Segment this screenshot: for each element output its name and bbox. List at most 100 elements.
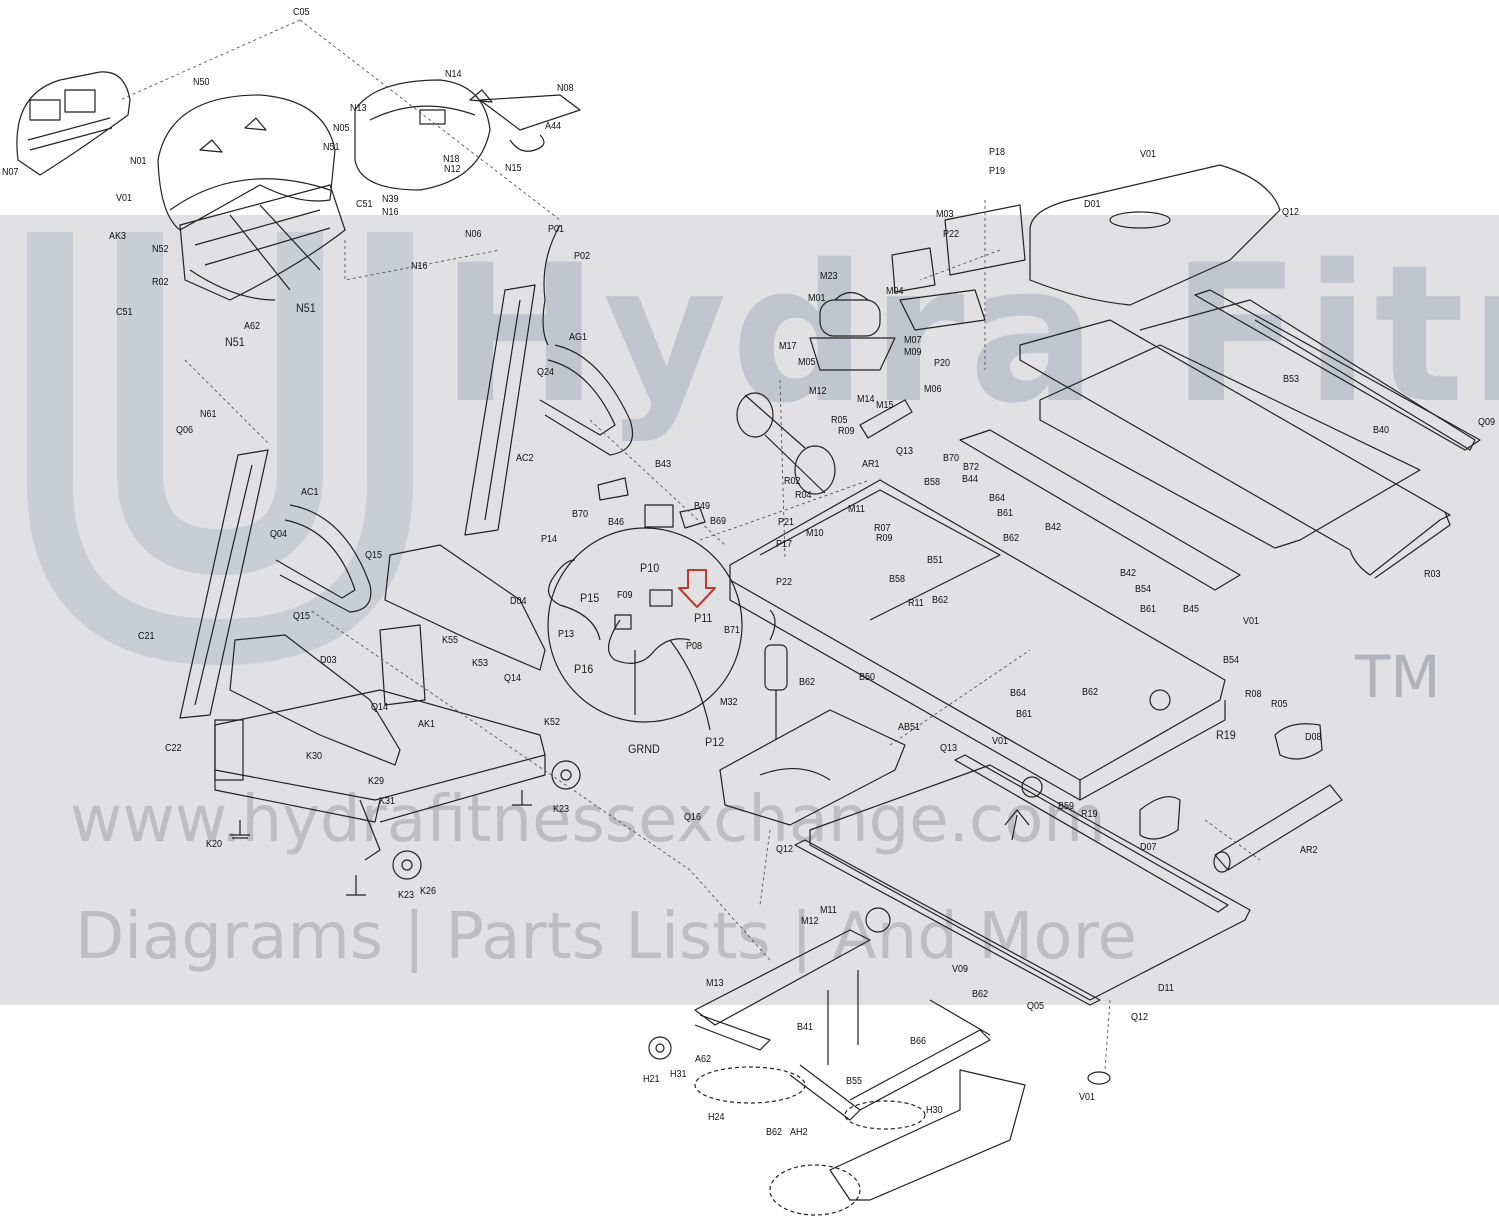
part-label-R02b: R02: [784, 476, 801, 487]
part-label-P08: P08: [686, 641, 703, 652]
part-label-Q15a: Q15: [365, 550, 383, 561]
part-label-AC1: AC1: [301, 487, 319, 498]
part-label-M10: M10: [806, 528, 824, 539]
part-label-B61c: B61: [1016, 709, 1033, 720]
watermark-logo-icon: [26, 232, 413, 666]
part-label-H30: H30: [926, 1105, 943, 1116]
part-label-M13: M13: [706, 978, 724, 989]
part-label-B64b: B64: [1010, 688, 1027, 699]
part-label-N50: N50: [193, 77, 210, 88]
part-label-B70b: B70: [943, 453, 960, 464]
watermark-trademark: TM: [1355, 643, 1441, 711]
part-label-K52: K52: [544, 717, 561, 728]
main-frame: [729, 479, 1226, 801]
console-display-overlay: [16, 71, 131, 176]
part-label-B45: B45: [1183, 604, 1200, 615]
part-label-R09b: R09: [876, 533, 893, 544]
part-label-B61a: B61: [997, 508, 1014, 519]
part-label-P15: P15: [580, 591, 600, 605]
red-marker-arrow: [678, 569, 716, 608]
part-label-R19a: R19: [1216, 728, 1236, 742]
part-label-AB51: AB51: [898, 722, 921, 733]
part-label-K30: K30: [306, 751, 323, 762]
part-label-M23: M23: [820, 271, 838, 282]
part-label-P13: P13: [558, 629, 575, 640]
part-label-D08: D08: [1305, 732, 1322, 743]
part-label-M03: M03: [936, 209, 954, 220]
part-label-K53: K53: [472, 658, 489, 669]
right-handrail: [539, 344, 634, 456]
part-label-B42a: B42: [1045, 522, 1062, 533]
console-base: [179, 184, 346, 301]
part-label-GRND: GRND: [628, 742, 660, 756]
part-label-M14: M14: [857, 394, 875, 405]
drive-pulley: [736, 392, 836, 495]
part-label-K31: K31: [379, 796, 396, 807]
part-label-M06: M06: [924, 384, 942, 395]
part-label-Q09: Q09: [1478, 417, 1496, 428]
upper-wire: [542, 224, 561, 346]
part-label-N08: N08: [557, 83, 574, 94]
base-wheel-left: [392, 850, 422, 880]
part-label-B46: B46: [608, 517, 625, 528]
part-label-P17: P17: [776, 539, 793, 550]
running-belt: [1019, 319, 1451, 579]
part-label-P19: P19: [989, 166, 1006, 177]
part-label-B51a: B51: [927, 555, 944, 566]
part-label-Q14a: Q14: [504, 673, 522, 684]
part-label-B62f: B62: [766, 1127, 783, 1138]
left-handrail: [275, 504, 372, 613]
part-label-R09: R09: [838, 426, 855, 437]
part-label-H31: H31: [670, 1069, 687, 1080]
part-label-N05: N05: [333, 123, 350, 134]
part-label-N39: N39: [382, 194, 399, 205]
part-label-B59: B59: [1058, 801, 1075, 812]
part-label-AC2: AC2: [516, 453, 534, 464]
part-label-N51a: N51: [323, 142, 340, 153]
right-side-cover: [384, 544, 546, 671]
part-label-N18: N18: [443, 154, 460, 165]
part-label-P11: P11: [694, 611, 713, 625]
part-label-Q06: Q06: [176, 425, 194, 436]
motor-controller-board: [891, 204, 1026, 331]
part-label-M17: M17: [779, 341, 797, 352]
part-label-R04: R04: [795, 490, 812, 501]
part-label-R05a: R05: [831, 415, 848, 426]
part-label-B66: B66: [910, 1036, 927, 1047]
part-label-B54b: B54: [1223, 655, 1240, 666]
part-label-A44: A44: [545, 121, 562, 132]
part-label-Q12a: Q12: [1282, 207, 1300, 218]
part-label-C51a: C51: [356, 199, 373, 210]
part-label-K55: K55: [442, 635, 459, 646]
part-label-R05b: R05: [1271, 699, 1288, 710]
part-label-K29: K29: [368, 776, 385, 787]
running-deck: [1039, 299, 1476, 549]
part-label-A62: A62: [244, 321, 261, 332]
part-label-F09: F09: [617, 590, 633, 601]
part-label-B44a: B44: [962, 474, 979, 485]
part-label-P01: P01: [548, 224, 565, 235]
drive-motor: [809, 291, 896, 371]
part-label-B71: B71: [724, 625, 741, 636]
part-label-Q14b: Q14: [371, 702, 389, 713]
part-label-B70a: B70: [572, 509, 589, 520]
part-label-M11b: M11: [820, 905, 837, 916]
part-label-M05: M05: [798, 357, 816, 368]
part-label-B58b: B58: [889, 574, 906, 585]
part-label-H24: H24: [708, 1112, 725, 1123]
leveling-foot-rear: [346, 875, 366, 896]
part-label-B54a: B54: [1135, 584, 1152, 595]
part-label-AK1: AK1: [418, 719, 436, 730]
part-label-N16a: N16: [382, 207, 399, 218]
part-label-C05: C05: [293, 7, 310, 18]
part-label-N01: N01: [130, 156, 147, 167]
part-label-H21: H21: [643, 1074, 660, 1085]
console-wire: [509, 134, 545, 152]
hardware-group-base: [769, 1164, 861, 1216]
part-label-R07: R07: [874, 523, 891, 534]
part-label-M07: M07: [904, 335, 922, 346]
part-label-Q24a: Q24: [537, 367, 555, 378]
part-label-R08: R08: [1245, 689, 1262, 700]
part-label-AK3: AK3: [109, 231, 127, 242]
part-label-B49: B49: [694, 501, 711, 512]
